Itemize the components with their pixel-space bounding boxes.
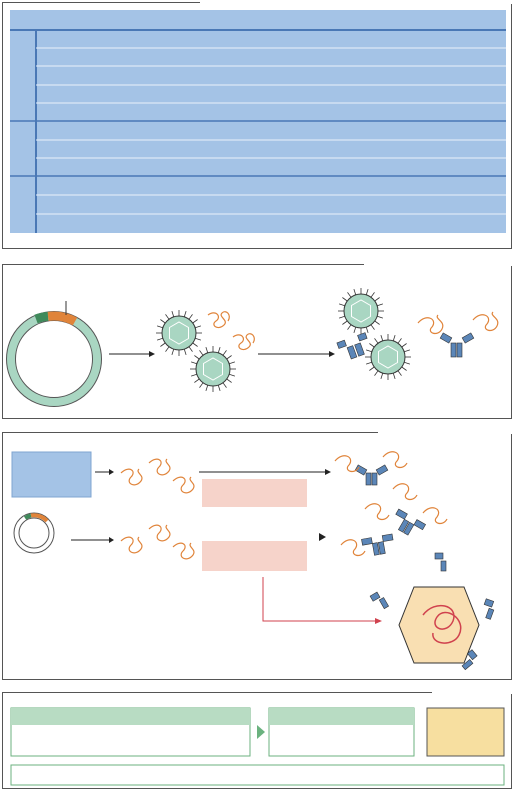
protein-chain-icon	[472, 311, 499, 332]
protein-chain-icon	[392, 483, 418, 501]
plasmid-ring-icon	[13, 512, 55, 554]
virus-particle-icon	[156, 310, 202, 356]
arrow-icon	[199, 469, 331, 475]
antigen-routes-graphic	[11, 451, 495, 671]
table-header-row	[10, 10, 506, 30]
arrow-icon	[319, 533, 326, 541]
protein-chain-icon	[422, 507, 448, 525]
antibody-icon	[434, 552, 447, 572]
flow-result-box	[426, 707, 505, 757]
antibody-icon	[369, 591, 390, 610]
virus-particle-icon	[190, 346, 236, 392]
protein-chain-icon	[232, 333, 255, 351]
plasmid-ring-icon	[6, 301, 102, 407]
arrow-icon	[262, 577, 375, 622]
protein-chain-icon	[364, 503, 390, 521]
arrow-icon	[258, 351, 335, 357]
protein-chain-icon	[417, 314, 444, 335]
panel-antigen-routes	[2, 432, 512, 680]
antibody-icon	[361, 533, 394, 556]
panel-tab-notch	[378, 431, 512, 434]
panel-tab-notch	[200, 1, 512, 4]
panel-flow	[2, 692, 512, 789]
panel-table	[2, 2, 512, 249]
protein-chain-icon	[148, 524, 171, 542]
panel-tab-notch	[364, 263, 512, 266]
antibody-icon	[483, 598, 495, 620]
arrow-icon	[109, 351, 155, 357]
antibody-icon	[395, 508, 426, 536]
virus-particle-icon	[338, 288, 384, 334]
arrow-icon	[95, 469, 114, 475]
antibody-icon	[461, 649, 478, 671]
antibody-icon	[336, 332, 368, 360]
virus-particle-icon	[365, 334, 411, 380]
protein-chain-icon	[340, 539, 366, 557]
protein-chain-icon	[207, 311, 230, 329]
protein-chain-icon	[120, 536, 143, 554]
flow-footer-box	[10, 764, 505, 786]
antibody-icon	[354, 464, 389, 486]
cell-block-icon	[11, 451, 92, 498]
protein-chain-icon	[172, 476, 195, 494]
arrow-icon	[71, 537, 114, 543]
table-graphic	[10, 10, 506, 233]
protein-chain-icon	[382, 451, 408, 469]
virus-particle-icon	[398, 586, 480, 664]
process-box	[202, 479, 307, 507]
flow-graphic	[10, 707, 505, 786]
flow-box-header	[269, 708, 414, 725]
protein-chain-icon	[120, 468, 143, 486]
arrow-icon	[257, 725, 265, 739]
panel-virus-production	[2, 264, 512, 419]
flow-box-header	[11, 708, 250, 725]
arrow-icon	[375, 618, 382, 624]
protein-chain-icon	[172, 542, 195, 560]
process-box	[202, 541, 307, 571]
protein-chain-icon	[148, 458, 171, 476]
virus-production-graphic	[6, 288, 499, 407]
antibody-icon	[439, 332, 475, 358]
panel-tab-notch	[432, 691, 512, 694]
protein-chain-icon	[334, 455, 360, 473]
